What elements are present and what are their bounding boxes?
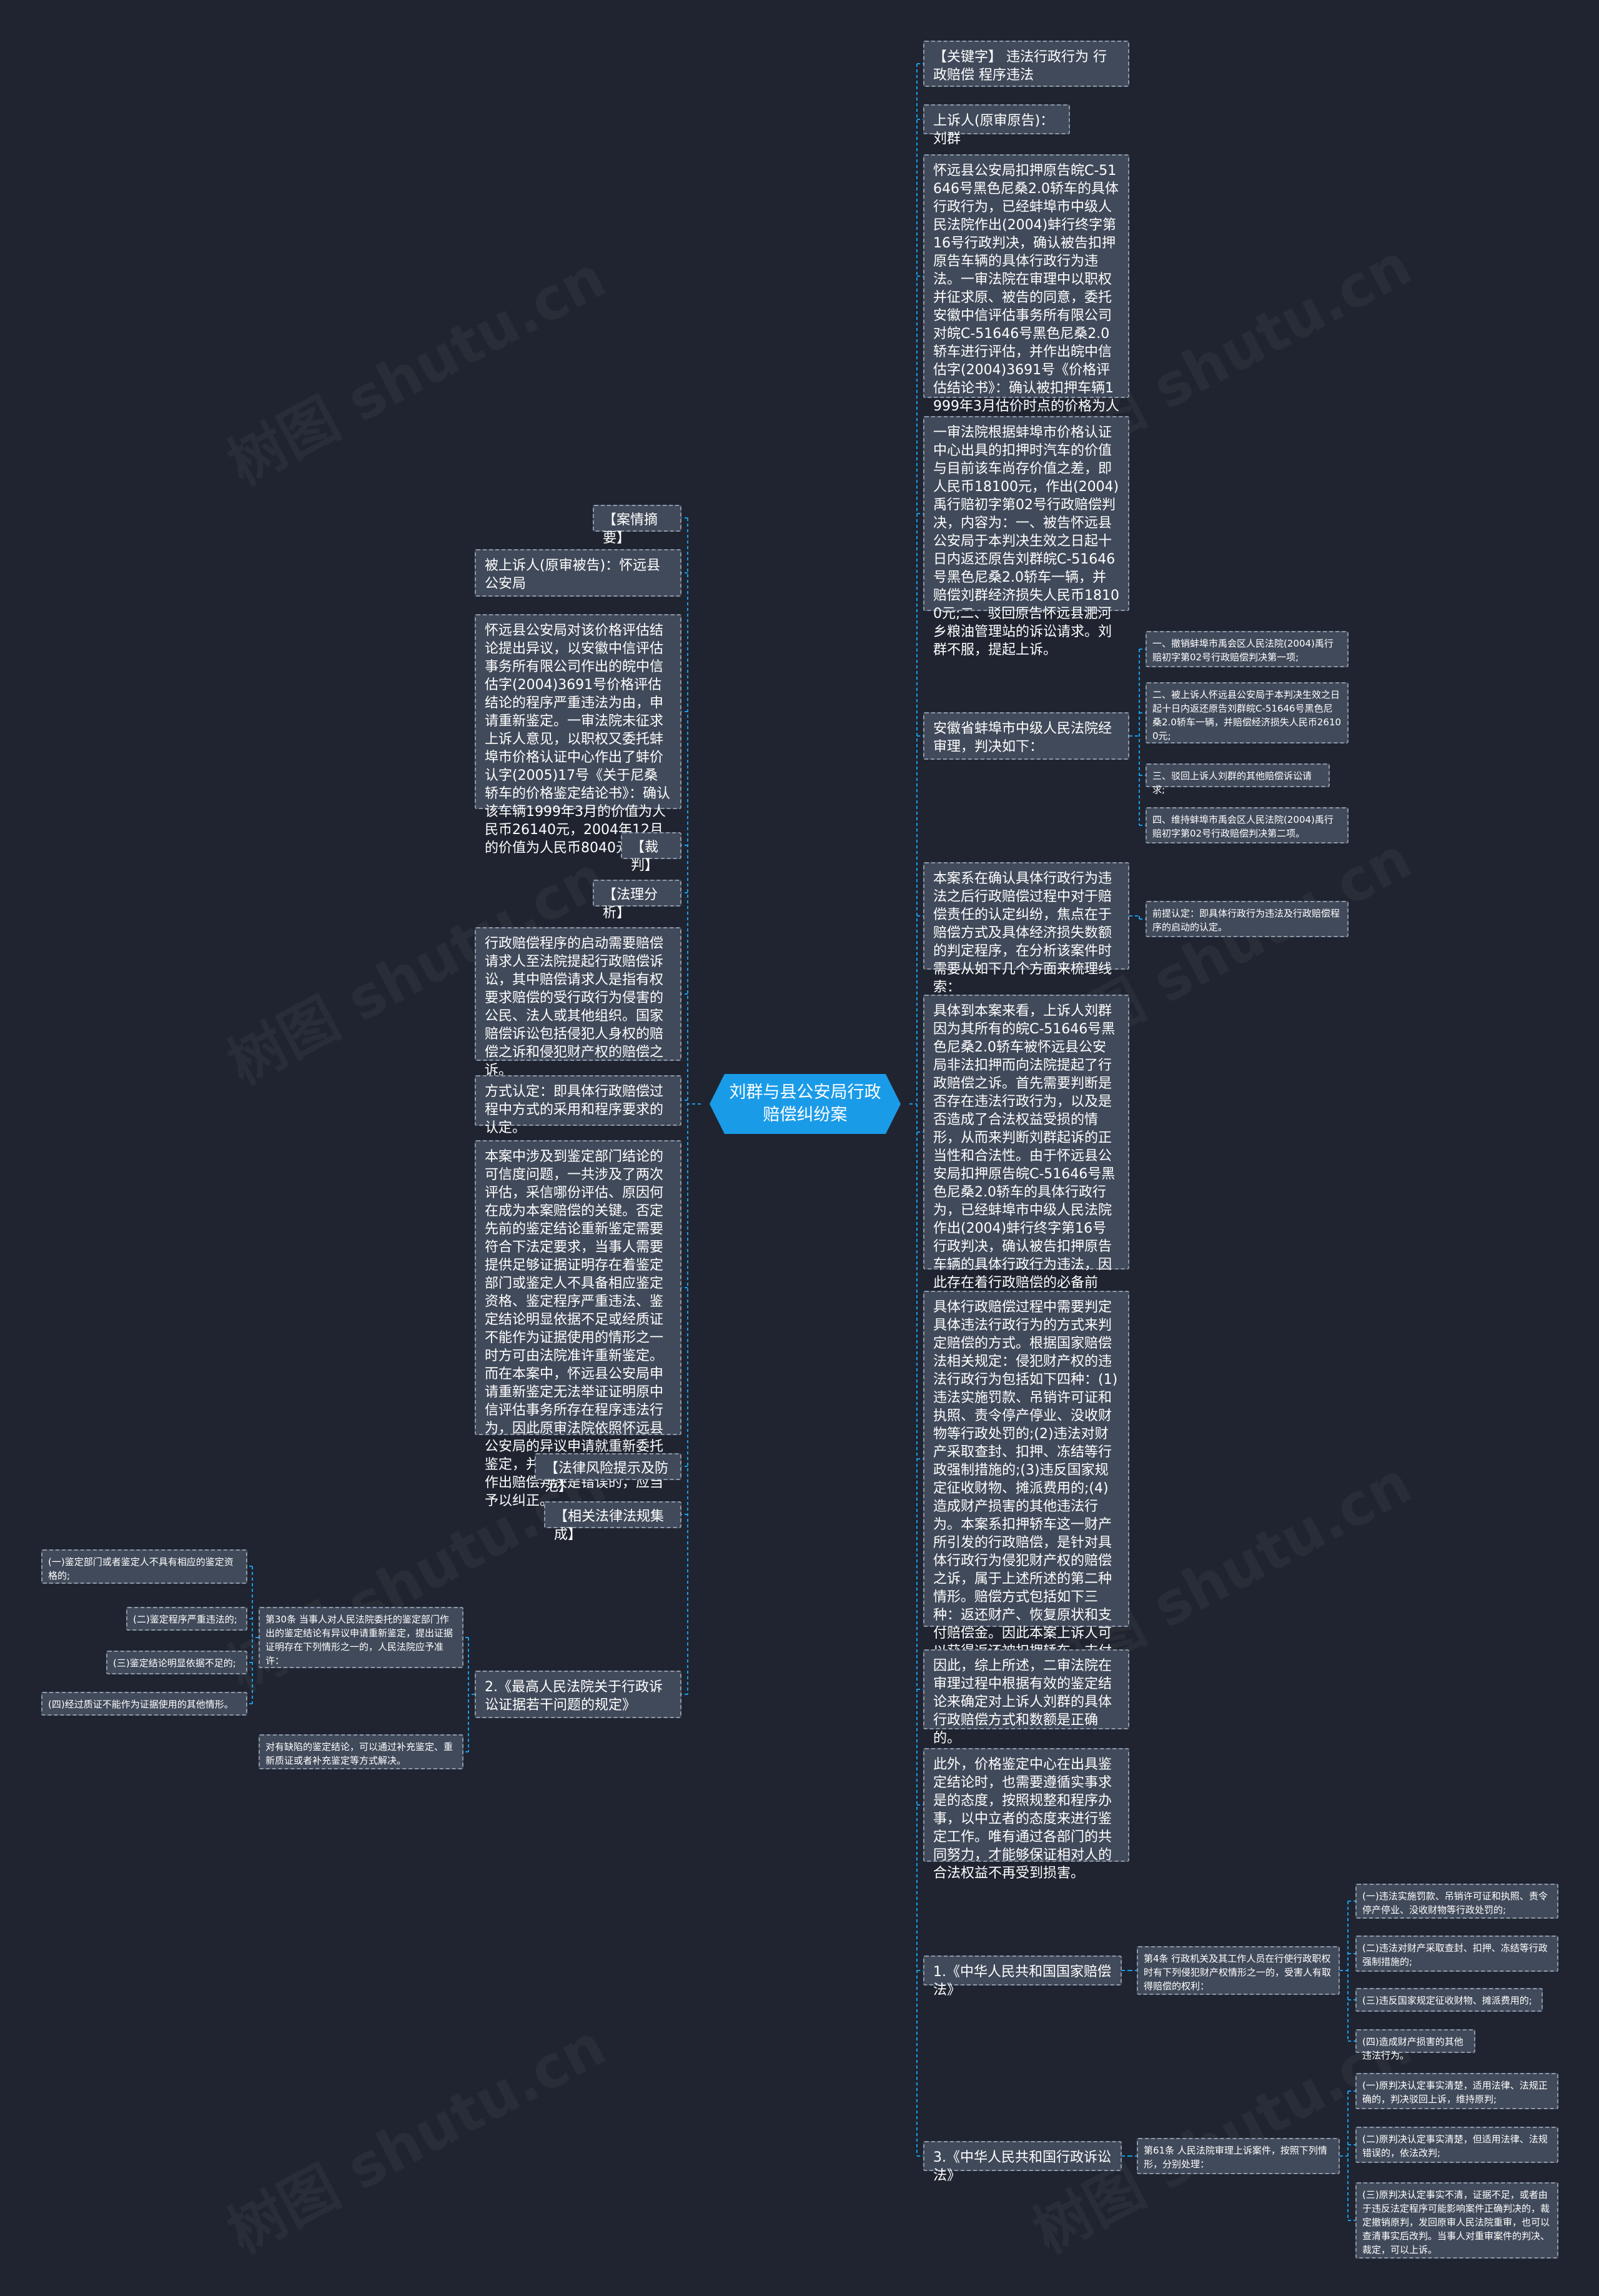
node-method-determination[interactable]: 方式认定：即具体行政赔偿过程中方式的采用和程序要求的认定。 bbox=[475, 1075, 681, 1136]
node-legal-analysis[interactable]: 【法理分析】 bbox=[593, 880, 681, 921]
node-evidence-rules[interactable]: 2.《最高人民法院关于行政诉讼证据若干问题的规定》 bbox=[475, 1671, 681, 1718]
node-judgment-item-2[interactable]: 二、被上诉人怀远县公安局于本判决生效之日起十日内返还原告刘群皖C-51646号黑… bbox=[1146, 682, 1349, 743]
node-case-specifics[interactable]: 具体到本案来看，上诉人刘群因为其所有的皖C-51646号黑色尼桑2.0轿车被怀远… bbox=[923, 995, 1129, 1327]
node-additionally[interactable]: 此外，价格鉴定中心在出具鉴定结论时，也需要遵循实事求是的态度，按照规整和程序办事… bbox=[923, 1748, 1129, 1881]
root-title: 刘群与县公安局行政赔偿纠纷案 bbox=[729, 1083, 881, 1125]
node-supplementary-appraisal[interactable]: 对有缺陷的鉴定结论，可以通过补充鉴定、重新质证或者补充鉴定等方式解决。 bbox=[259, 1734, 463, 1769]
node-case-description[interactable]: 怀远县公安局对该价格评估结论提出异议，以安徽中信评估事务所有限公司作出的皖中信估… bbox=[475, 614, 681, 856]
node-state-compensation-law[interactable]: 1.《中华人民共和国国家赔偿法》 bbox=[923, 1956, 1122, 1998]
node-procedure-start[interactable]: 行政赔偿程序的启动需要赔偿请求人至法院提起行政赔偿诉讼，其中赔偿请求人是指有权要… bbox=[475, 927, 681, 1078]
node-appellant[interactable]: 上诉人(原审原告)：刘群 bbox=[923, 104, 1070, 147]
node-focus-issues[interactable]: 本案系在确认具体行政行为违法之后行政赔偿过程中对于赔偿责任的认定纠纷，焦点在于赔… bbox=[923, 862, 1129, 995]
node-art61-item-3[interactable]: (三)原判决认定事实不清，证据不足，或者由于违反法定程序可能影响案件正确判决的，… bbox=[1355, 2182, 1558, 2259]
root-node[interactable]: 刘群与县公安局行政赔偿纠纷案 bbox=[701, 1073, 909, 1135]
node-judgment-item-4[interactable]: 四、维持蚌埠市禹会区人民法院(2004)禹行赔初字第02号行政赔偿判决第二项。 bbox=[1146, 807, 1349, 843]
node-conclusion[interactable]: 因此，综上所述，二审法院在审理过程中根据有效的鉴定结论来确定对上诉人刘群的具体行… bbox=[923, 1649, 1129, 1746]
node-art30-item-2[interactable]: (二)鉴定程序严重违法的; bbox=[126, 1607, 247, 1631]
node-art30-item-3[interactable]: (三)鉴定结论明显依据不足的; bbox=[106, 1651, 247, 1674]
node-compensation-method[interactable]: 具体行政赔偿过程中需要判定具体违法行政行为的方式来判定赔偿的方式。根据国家赔偿法… bbox=[923, 1291, 1129, 1714]
node-judgment[interactable]: 【裁判】 bbox=[621, 832, 681, 873]
node-keywords[interactable]: 【关键字】 违法行政行为 行政赔偿 程序违法 bbox=[923, 41, 1129, 87]
node-appellee[interactable]: 被上诉人(原审被告)：怀远县公安局 bbox=[475, 549, 681, 597]
node-risk-tips[interactable]: 【法律风险提示及防范】 bbox=[535, 1453, 681, 1494]
root-hexagon bbox=[710, 1074, 901, 1134]
node-article-30[interactable]: 第30条 当事人对人民法院委托的鉴定部门作出的鉴定结论有异议申请重新鉴定，提出证… bbox=[259, 1607, 463, 1668]
node-article-4[interactable]: 第4条 行政机关及其工作人员在行使行政职权时有下列侵犯财产权情形之一的，受害人有… bbox=[1137, 1946, 1340, 1995]
node-art30-item-4[interactable]: (四)经过质证不能作为证据使用的其他情形。 bbox=[41, 1692, 247, 1716]
node-judgment-item-1[interactable]: 一、撤销蚌埠市禹会区人民法院(2004)禹行赔初字第02号行政赔偿判决第一项; bbox=[1146, 631, 1349, 667]
node-judgment-item-3[interactable]: 三、驳回上诉人刘群的其他赔偿诉讼请求; bbox=[1146, 763, 1330, 795]
node-premise-determination[interactable]: 前提认定：即具体行政行为违法及行政赔偿程序的启动的认定。 bbox=[1146, 901, 1349, 937]
node-art4-item-4[interactable]: (四)造成财产损害的其他违法行为。 bbox=[1355, 2029, 1475, 2061]
node-case-summary[interactable]: 【案情摘要】 bbox=[593, 505, 681, 546]
node-art4-item-1[interactable]: (一)违法实施罚款、吊销许可证和执照、责令停产停业、没收财物等行政处罚的; bbox=[1355, 1884, 1558, 1919]
node-related-laws[interactable]: 【相关法律法规集成】 bbox=[544, 1501, 681, 1543]
node-facts-2[interactable]: 一审法院根据蚌埠市价格认证中心出具的扣押时汽车的价值与目前该车尚存价值之差，即人… bbox=[923, 416, 1129, 658]
node-art4-item-2[interactable]: (二)违法对财产采取查封、扣押、冻结等行政强制措施的; bbox=[1355, 1936, 1558, 1972]
node-art30-item-1[interactable]: (一)鉴定部门或者鉴定人不具有相应的鉴定资格的; bbox=[41, 1549, 247, 1584]
node-art61-item-2[interactable]: (二)原判决认定事实清楚，但适用法律、法规错误的，依法改判; bbox=[1355, 2127, 1558, 2163]
node-art61-item-1[interactable]: (一)原判决认定事实清楚，适用法律、法规正确的，判决驳回上诉，维持原判; bbox=[1355, 2073, 1558, 2109]
node-art4-item-3[interactable]: (三)违反国家规定征收财物、摊派费用的; bbox=[1355, 1988, 1543, 2012]
node-facts-1[interactable]: 怀远县公安局扣押原告皖C-51646号黑色尼桑2.0轿车的具体行政行为，已经蚌埠… bbox=[923, 154, 1129, 469]
node-administrative-litigation-law[interactable]: 3.《中华人民共和国行政诉讼法》 bbox=[923, 2141, 1122, 2184]
node-appraisal-analysis[interactable]: 本案中涉及到鉴定部门结论的可信度问题，一共涉及了两次评估，采信哪份评估、原因何在… bbox=[475, 1140, 681, 1509]
node-article-61[interactable]: 第61条 人民法院审理上诉案件，按照下列情形，分别处理： bbox=[1137, 2138, 1340, 2174]
node-appeal-judgment[interactable]: 安徽省蚌埠市中级人民法院经审理，判决如下： bbox=[923, 712, 1129, 760]
